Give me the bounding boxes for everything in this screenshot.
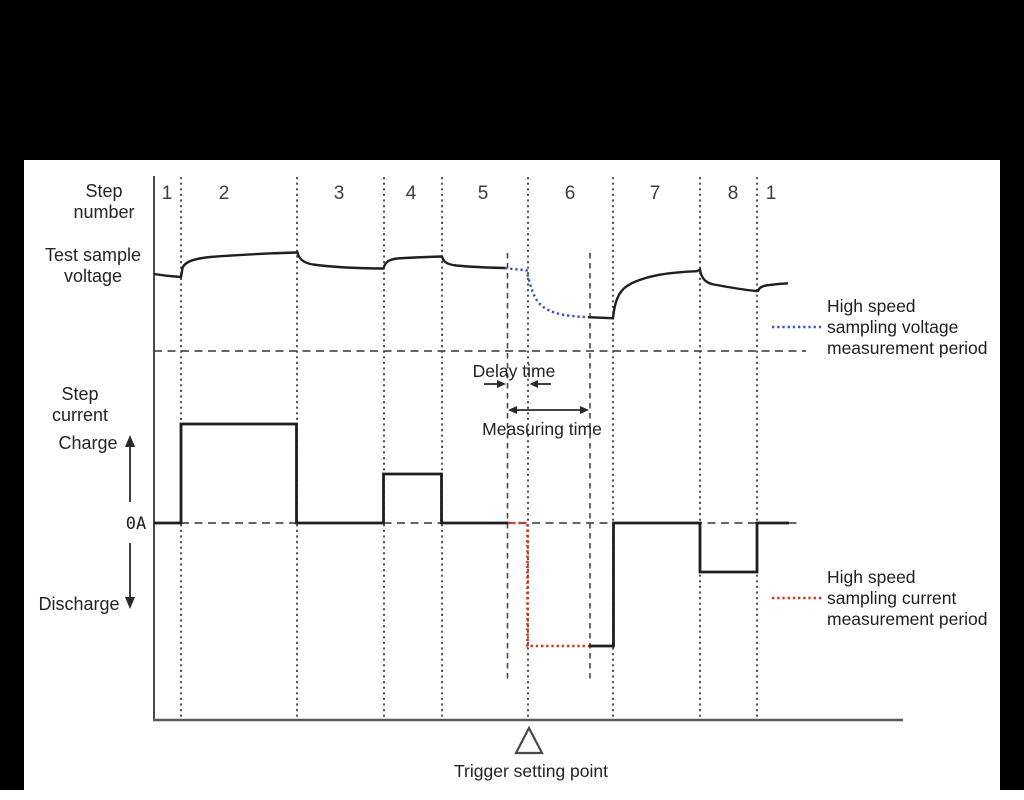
- trigger-setting-point-label: Trigger setting point: [453, 761, 609, 781]
- step-current-line2: current: [51, 405, 109, 425]
- bottom-margin: [0, 790, 1024, 800]
- zero-ampere-label: 0A: [125, 514, 147, 534]
- step-number-6: 6: [564, 183, 576, 204]
- step-number-row-label-line1: Step: [85, 181, 123, 201]
- step-current-line1: Step: [61, 384, 99, 404]
- step-number-1: 1: [161, 183, 173, 204]
- test-sample-voltage-line2: voltage: [63, 266, 123, 286]
- step-number-7: 7: [649, 183, 661, 204]
- test-sample-voltage-line1: Test sample: [44, 245, 142, 265]
- current-legend-line3: measurement period: [827, 609, 988, 629]
- step-number-row-label: Step number: [73, 181, 134, 223]
- step-number-3: 3: [333, 183, 345, 204]
- voltage-legend-line1: High speed: [827, 296, 916, 316]
- current-legend-line1: High speed: [827, 567, 916, 587]
- step-number-5: 5: [477, 183, 489, 204]
- test-sample-voltage-label: Test sample voltage: [45, 245, 141, 287]
- step-number-1-repeat: 1: [765, 183, 777, 204]
- voltage-sampling-legend: High speed sampling voltage measurement …: [827, 296, 988, 359]
- step-current-label: Step current: [52, 384, 108, 426]
- discharge-label: Discharge: [38, 594, 120, 614]
- measuring-time-label: Measuring time: [482, 419, 602, 439]
- diagram-panel: [24, 160, 1000, 790]
- current-sampling-legend: High speed sampling current measurement …: [827, 567, 988, 630]
- current-legend-line2: sampling current: [827, 588, 957, 608]
- step-number-2: 2: [218, 183, 230, 204]
- step-number-row-label-line2: number: [73, 202, 135, 222]
- voltage-legend-line3: measurement period: [827, 338, 988, 358]
- delay-time-label: Delay time: [472, 361, 556, 381]
- step-number-8: 8: [727, 183, 739, 204]
- step-number-4: 4: [405, 183, 417, 204]
- voltage-legend-line2: sampling voltage: [827, 317, 959, 337]
- charge-label: Charge: [58, 433, 118, 453]
